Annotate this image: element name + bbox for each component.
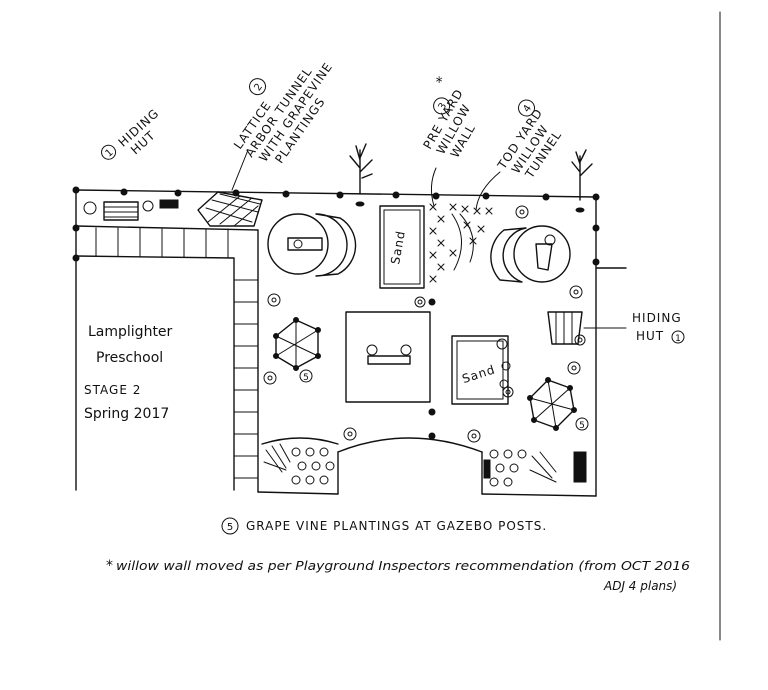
season-label: Spring 2017 (84, 406, 169, 422)
callout-hiding-hut-right: HIDING HUT 1 (583, 311, 685, 344)
site-name: Lamplighter (88, 324, 173, 340)
stage-label: STAGE 2 (84, 383, 141, 397)
callout-lattice-arbor: 2 LATTICE ARBOR TUNNEL WITH GRAPEVINE PL… (231, 60, 335, 166)
callout-star: * (433, 74, 450, 88)
sand-label-top: Sand (388, 229, 408, 265)
legend-number: 5 (227, 522, 233, 533)
central-play-structure (345, 311, 431, 403)
footnote-text: willow wall moved as per Playground Insp… (116, 559, 690, 573)
callout-number: 1 (104, 147, 116, 159)
leader-line-willow-tunnel (475, 171, 501, 211)
willow-tree-left (349, 143, 373, 207)
willow-tree-right (571, 149, 593, 213)
footnote: * willow wall moved as per Playground In… (106, 558, 690, 593)
callout-number: 1 (675, 334, 681, 344)
callout-pre-yard-willow: * 3 PRE YARD WILLOW WALL (420, 74, 478, 160)
legend-text: GRAPE VINE PLANTINGS AT GAZEBO POSTS. (246, 519, 547, 533)
callout-number: 4 (521, 103, 534, 114)
gazebo-left: 5 (273, 317, 321, 383)
hiding-hut-left (83, 199, 179, 221)
callout-hiding-hut-left: 1 HIDING HUT (101, 106, 162, 160)
willow-wall-crosses (429, 203, 493, 283)
legend: 5 GRAPE VINE PLANTINGS AT GAZEBO POSTS. (221, 517, 547, 535)
sandbox-top: Sand (379, 205, 425, 289)
gazebo-right: 5 (527, 377, 589, 431)
callout-line: HIDING (632, 311, 682, 325)
round-table-right (490, 225, 571, 283)
round-table-left (267, 213, 357, 277)
lattice-arbor-tunnel (197, 191, 263, 227)
entry-and-garden-beds (261, 437, 587, 495)
footnote-text-line2: ADJ 4 plans) (603, 579, 677, 593)
gazebo-marker-right: 5 (579, 421, 585, 431)
callout-number: 2 (252, 82, 265, 94)
gazebo-marker-left: 5 (303, 373, 309, 383)
site-boundary (72, 186, 627, 497)
callout-line: HUT (636, 329, 664, 343)
brick-path (75, 225, 259, 493)
fence-posts (72, 186, 600, 440)
leader-line-arbor (231, 149, 249, 191)
sandbox-lower: Sand (451, 335, 511, 405)
leader-line-willow-wall (430, 167, 437, 207)
hiding-hut-right (547, 311, 583, 345)
footnote-star: * (106, 558, 113, 574)
sand-label-lower: Sand (460, 362, 497, 386)
site-title-block: Lamplighter Preschool STAGE 2 Spring 201… (84, 324, 173, 422)
site-name-line2: Preschool (96, 350, 163, 366)
callout-number: 3 (437, 101, 450, 112)
